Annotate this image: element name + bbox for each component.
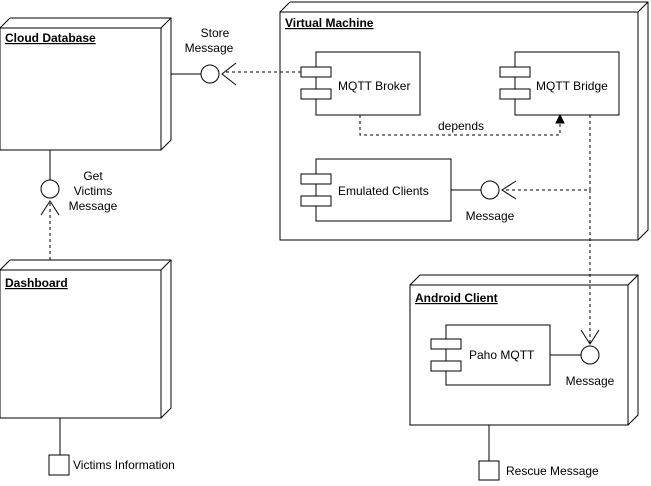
node-cloud-database: Cloud Database <box>0 17 172 151</box>
component-label-mqtt-bridge: MQTT Bridge <box>536 79 608 93</box>
node-title-virtual-machine: Virtual Machine <box>285 16 374 30</box>
artifact-label-rescue-message: Rescue Message <box>506 464 599 478</box>
component-mqtt-broker: MQTT Broker <box>300 51 421 116</box>
artifact-victims-information: Victims Information <box>48 418 175 476</box>
node-dashboard: Dashboard <box>0 259 172 419</box>
edge-label-depends: depends <box>438 119 484 133</box>
interface-get-victims-message: Get Victims Message <box>40 150 118 213</box>
interface-label-store-message-line-1: Store <box>201 26 230 40</box>
dependency-broker-store <box>221 62 301 86</box>
artifact-label-victims-information: Victims Information <box>73 458 175 472</box>
interface-paho-message: Message <box>550 345 615 388</box>
interface-store-message: Store Message <box>171 26 234 84</box>
interface-label-get-victims-line-1: Get <box>83 169 103 183</box>
component-emulated-clients: Emulated Clients <box>300 158 452 222</box>
artifact-rescue-message: Rescue Message <box>478 425 599 481</box>
interface-label-get-victims-line-3: Message <box>69 199 118 213</box>
dependency-bridge-paho <box>580 190 600 345</box>
node-title-dashboard: Dashboard <box>5 276 68 290</box>
node-title-cloud-database: Cloud Database <box>5 31 96 45</box>
component-label-mqtt-broker: MQTT Broker <box>338 79 410 93</box>
interface-label-paho-message: Message <box>566 374 615 388</box>
component-paho-mqtt: Paho MQTT <box>430 324 551 386</box>
dependency-broker-bridge: depends <box>359 113 565 136</box>
interface-emulated-message: Message <box>451 180 515 223</box>
component-label-paho-mqtt: Paho MQTT <box>469 348 535 362</box>
dependency-dashboard-get-victims <box>40 200 60 260</box>
interface-label-get-victims-line-2: Victims <box>74 184 112 198</box>
component-mqtt-bridge: MQTT Bridge <box>499 51 620 116</box>
component-label-emulated-clients: Emulated Clients <box>338 184 429 198</box>
interface-label-store-message-line-2: Message <box>185 41 234 55</box>
interface-label-emulated-message: Message <box>466 209 515 223</box>
node-title-android-client: Android Client <box>415 291 498 305</box>
